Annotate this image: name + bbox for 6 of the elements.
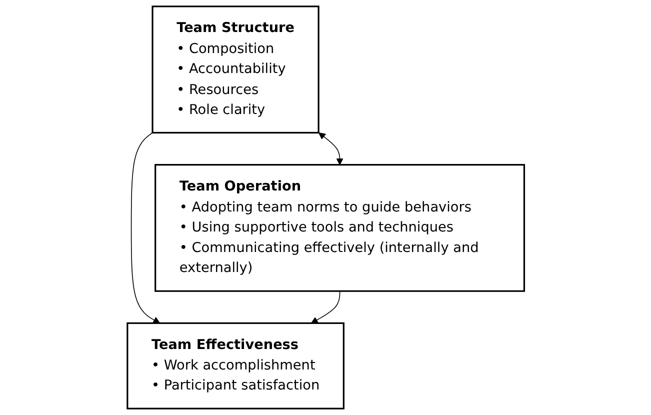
arrow [318,132,343,166]
arrow [130,132,160,324]
node-box: Team Operation • Adopting team norms to guide behaviors • Using supportive tools and techniques • Communicating effectively (internally and externally) [154,164,525,292]
node-box: Team Structure • Composition • Accountability • Resources • Role clarity [151,6,320,134]
node-box: Team Effectiveness • Work accomplishment • Participant satisfaction [126,322,344,410]
arrow [310,290,340,324]
